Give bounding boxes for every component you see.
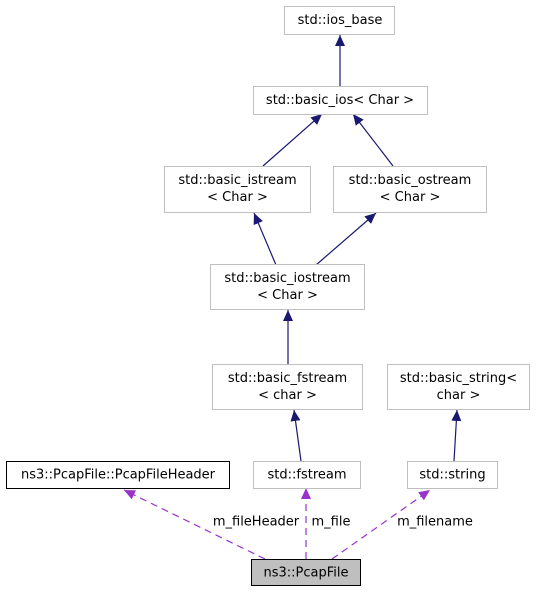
edge-basic-iostream-to-basic-ostream (315, 212, 377, 266)
class-node-basic-fstream[interactable]: std::basic_fstream < char > (212, 364, 363, 410)
class-node-label-line-1: std::basic_ostream (349, 173, 472, 188)
class-node-pcap-file[interactable]: ns3::PcapFile (251, 559, 361, 586)
class-node-label-line-1: std::basic_istream (178, 173, 296, 188)
class-node-label-line-1: std::basic_string< (400, 371, 517, 386)
edge-pcap-file-to-string (331, 489, 431, 560)
class-node-label: std::string (419, 468, 485, 483)
class-node-label-line-1: std::basic_iostream (224, 271, 350, 286)
class-node-basic-string[interactable]: std::basic_string< char > (387, 364, 530, 410)
class-node-label-line-2: char > (437, 388, 481, 403)
class-node-basic-ostream[interactable]: std::basic_ostream < Char > (333, 166, 487, 213)
edge-fstream-to-basic-fstream (290, 409, 302, 462)
class-node-label-line-2: < Char > (380, 190, 441, 205)
class-node-label: std::basic_ios< Char > (266, 93, 414, 108)
class-node-string[interactable]: std::string (407, 461, 498, 489)
class-node-label: std::fstream (267, 468, 346, 483)
usage-edges (123, 488, 431, 560)
edge-pcap-file-to-pcap-file-header (123, 489, 266, 560)
class-node-ios-base[interactable]: std::ios_base (284, 6, 395, 35)
edge-string-to-basic-string (451, 409, 462, 462)
class-node-fstream[interactable]: std::fstream (253, 461, 361, 489)
inheritance-edges (253, 35, 462, 462)
class-node-label-line-2: < char > (258, 388, 317, 403)
edge-basic-ostream-to-basic-ios (352, 113, 394, 167)
class-node-basic-ios[interactable]: std::basic_ios< Char > (253, 86, 428, 115)
class-node-label: ns3::PcapFile (263, 566, 348, 581)
class-node-label-line-2: < Char > (257, 288, 318, 303)
edge-label-file: m_file (312, 515, 351, 530)
class-node-label-line-1: std::basic_fstream (228, 371, 347, 386)
edge-basic-istream-to-basic-ios (262, 113, 323, 167)
class-node-label: std::ios_base (298, 13, 383, 28)
edge-label-filename: m_filename (397, 515, 473, 530)
class-node-label: ns3::PcapFile::PcapFileHeader (21, 468, 216, 483)
edge-label-file-header: m_fileHeader (213, 515, 300, 530)
class-node-basic-istream[interactable]: std::basic_istream < Char > (164, 166, 311, 213)
class-node-basic-iostream[interactable]: std::basic_iostream < Char > (210, 264, 365, 310)
edge-basic-iostream-to-basic-istream (253, 212, 277, 266)
class-node-pcap-file-header[interactable]: ns3::PcapFile::PcapFileHeader (6, 461, 230, 489)
class-node-label-line-2: < Char > (207, 190, 268, 205)
